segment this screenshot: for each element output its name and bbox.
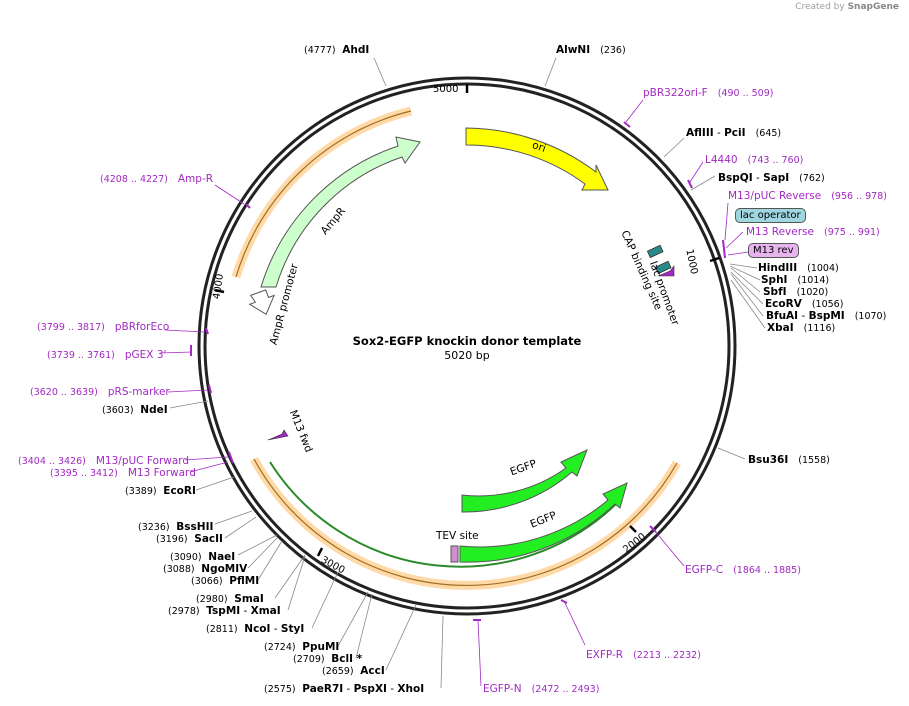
primer-pbrforeco[interactable]: (3799 .. 3817) pBRforEco xyxy=(37,321,170,333)
credit: Created by SnapGene xyxy=(795,2,899,12)
inner-green-arc xyxy=(269,461,623,568)
tev-site-box xyxy=(450,545,459,563)
lac-promoter-box xyxy=(654,260,672,275)
ampr-arrow xyxy=(260,136,421,288)
orange-arc-top-line xyxy=(235,110,412,278)
site-bsshii[interactable]: (3236) BssHII xyxy=(138,521,214,533)
plasmid-size: 5020 bp xyxy=(444,349,490,362)
site-ecori[interactable]: (3389) EcoRI xyxy=(125,485,196,497)
primer-amp-r[interactable]: (4208 .. 4227) Amp-R xyxy=(100,173,214,185)
primer-pgex-3[interactable]: (3739 .. 3761) pGEX 3' xyxy=(47,349,167,361)
orange-arc-bottom-line xyxy=(253,458,678,587)
site-sbfi[interactable]: SbfI (1020) xyxy=(763,286,829,298)
primer-prs-marker[interactable]: (3620 .. 3639) pRS-marker xyxy=(30,386,170,398)
primer-m13-forward[interactable]: (3395 .. 3412) M13 Forward xyxy=(50,467,196,479)
site-smai[interactable]: (2980) SmaI xyxy=(196,593,264,605)
site-paer7i-pspxi-xhoi[interactable]: (2575) PaeR7I - PspXI - XhoI xyxy=(264,683,425,695)
ampr-promoter-arrow xyxy=(248,289,276,316)
site-ncoi-styi[interactable]: (2811) NcoI - StyI xyxy=(206,623,305,635)
site-ppumi[interactable]: (2724) PpuMI xyxy=(264,641,340,653)
site-bsu36i[interactable]: Bsu36I (1558) xyxy=(748,454,830,466)
primer-m13-rev[interactable]: M13 rev xyxy=(748,243,799,258)
primer-leader-lines xyxy=(159,99,749,687)
site-naei[interactable]: (3090) NaeI xyxy=(170,551,236,563)
primer-egfp-n[interactable]: EGFP-N (2472 .. 2493) xyxy=(483,683,600,695)
backbone-outer xyxy=(197,76,737,616)
site-bspqi-sapi[interactable]: BspQI - SapI (762) xyxy=(718,172,825,184)
tick-3000 xyxy=(316,547,324,557)
site-ecorv[interactable]: EcoRV (1056) xyxy=(765,298,844,310)
site-acci[interactable]: (2659) AccI xyxy=(322,665,385,677)
ori-arrow xyxy=(465,127,609,191)
site-ndei[interactable]: (3603) NdeI xyxy=(102,404,168,416)
primer-l4440[interactable]: L4440 (743 .. 760) xyxy=(705,154,804,166)
snapgene-logo: SnapGene xyxy=(847,2,899,12)
site-pflmi[interactable]: (3066) PflMI xyxy=(191,575,260,587)
primer-exfp-r[interactable]: EXFP-R (2213 .. 2232) xyxy=(586,649,701,661)
primer-m13-reverse[interactable]: M13 Reverse (975 .. 991) xyxy=(746,226,880,238)
site-hindiii[interactable]: HindIII (1004) xyxy=(758,262,839,274)
site-xbai[interactable]: XbaI (1116) xyxy=(767,322,836,334)
site-sacii[interactable]: (3196) SacII xyxy=(156,533,223,545)
tick-label-5000: 5000 xyxy=(433,84,459,95)
site-leader-lines xyxy=(169,57,766,689)
site-afliii-pcii[interactable]: AflIII - PciI (645) xyxy=(686,127,782,139)
m13-fwd-arrow xyxy=(267,429,289,441)
plasmid-title: Sox2-EGFP knockin donor template 5020 bp xyxy=(353,334,582,362)
plasmid-name: Sox2-EGFP knockin donor template xyxy=(352,334,582,348)
cap-site-box xyxy=(646,244,664,259)
primer-m13-puc-forward[interactable]: (3404 .. 3426) M13/pUC Forward xyxy=(18,455,190,467)
site-bfuai-bspmi[interactable]: BfuAI - BspMI (1070) xyxy=(766,310,887,322)
site-ahdi[interactable]: (4777) AhdI xyxy=(304,44,370,56)
site-tspmi-xmai[interactable]: (2978) TspMI - XmaI xyxy=(168,605,281,617)
site-bcli[interactable]: (2709) BclI * xyxy=(293,653,363,665)
tick-2000 xyxy=(629,525,637,533)
primer-m13-puc-reverse[interactable]: M13/pUC Reverse (956 .. 978) xyxy=(728,190,887,202)
primer-egfp-c[interactable]: EGFP-C (1864 .. 1885) xyxy=(685,564,801,576)
m13-rev-arrow xyxy=(657,265,675,277)
primer-lac-operator[interactable]: lac operator xyxy=(735,208,806,223)
primer-pbr322ori-f[interactable]: pBR322ori-F (490 .. 509) xyxy=(643,87,774,99)
tick-4000 xyxy=(214,288,225,294)
egfp-inner-arrow xyxy=(461,449,588,513)
feature-label-tev-site: TEV site xyxy=(436,530,479,542)
site-alwni[interactable]: AlwNI (236) xyxy=(556,44,626,56)
tick-1000 xyxy=(709,256,720,263)
site-sphi[interactable]: SphI (1014) xyxy=(761,274,830,286)
site-ngomiv[interactable]: (3088) NgoMIV xyxy=(163,563,248,575)
egfp-outer-arrow xyxy=(459,482,628,563)
